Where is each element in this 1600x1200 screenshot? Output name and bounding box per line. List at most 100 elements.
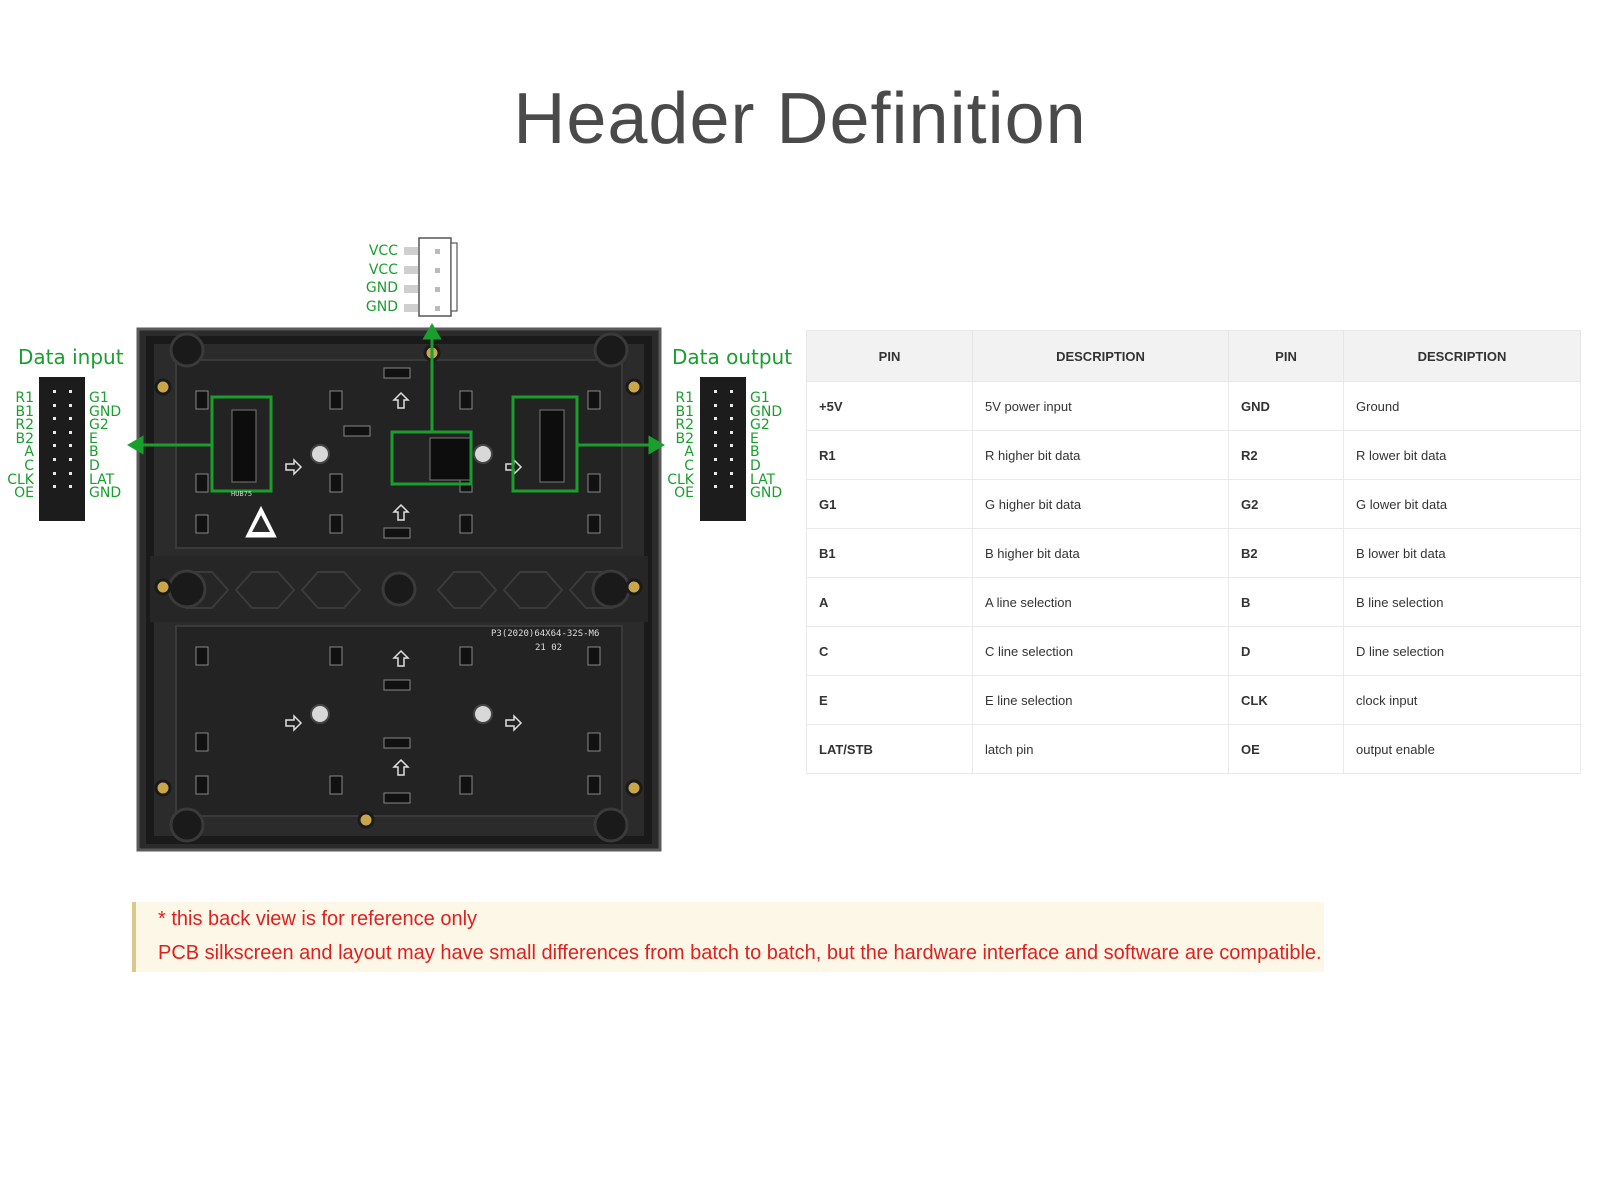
- pin-label: B: [750, 444, 760, 461]
- pin-label: R2: [675, 417, 694, 434]
- pin-label: G2: [750, 417, 770, 434]
- table-row: +5V 5V power input GND Ground: [806, 381, 1581, 431]
- table-row: B1 B higher bit data B2 B lower bit data: [806, 528, 1581, 578]
- header-pin: [714, 444, 717, 448]
- header-pin: [53, 403, 56, 407]
- pin-cell: E: [806, 675, 973, 725]
- power-header-highlight: [390, 430, 473, 486]
- lower-pcb-area: [175, 625, 623, 817]
- header-pin: [730, 471, 733, 475]
- pin-label: R1: [15, 390, 34, 406]
- header-pin: [714, 485, 717, 489]
- description-cell: C line selection: [972, 626, 1229, 676]
- esd-warning-icon: [245, 505, 277, 538]
- table-row: A A line selection B B line selection: [806, 577, 1581, 627]
- pin-cell: GND: [1228, 381, 1344, 431]
- description-cell: Ground: [1343, 381, 1581, 431]
- header-pin: [730, 390, 733, 393]
- pin-cell: OE: [1228, 724, 1344, 774]
- description-cell: B line selection: [1343, 577, 1581, 627]
- pin-label: D: [750, 457, 761, 474]
- header-pin: [53, 471, 56, 475]
- note-line-2: PCB silkscreen and layout may have small…: [158, 942, 1322, 964]
- pin-cell: R1: [806, 430, 973, 480]
- header-pin: [730, 485, 733, 489]
- table-row: G1 G higher bit data G2 G lower bit data: [806, 479, 1581, 529]
- pin-label: D: [89, 457, 100, 474]
- power-connector: [404, 237, 458, 317]
- header-pin: [69, 390, 72, 393]
- page-title: Header Definition: [513, 79, 1087, 159]
- pin-label: OE: [674, 485, 694, 502]
- pin-label: GND: [750, 403, 783, 420]
- header-pin: [53, 485, 56, 489]
- output-header-highlight: [511, 395, 579, 493]
- data-input-label: Data input: [18, 345, 124, 369]
- power-pin-label: VCC: [368, 243, 398, 259]
- header-pin: [53, 430, 56, 434]
- pin-label: R1: [675, 390, 694, 406]
- pin-cell: B1: [806, 528, 973, 578]
- data-input-header: [39, 377, 85, 521]
- pin-cell: R2: [1228, 430, 1344, 480]
- header-pin: [69, 403, 72, 407]
- pin-cell: G1: [806, 479, 973, 529]
- output-right-pin-labels: G1 GND G2 E B D LAT GND: [750, 391, 783, 502]
- header-pin: [714, 430, 717, 434]
- pin-cell: G2: [1228, 479, 1344, 529]
- power-pin-labels: VCC VCC GND GND: [340, 242, 398, 316]
- description-cell: latch pin: [972, 724, 1229, 774]
- description-cell: D line selection: [1343, 626, 1581, 676]
- pin-cell: CLK: [1228, 675, 1344, 725]
- board-model-marking: P3(2020)64X64-32S-M6: [491, 629, 600, 639]
- column-header: PIN: [806, 330, 973, 382]
- header-pin: [714, 471, 717, 475]
- description-cell: output enable: [1343, 724, 1581, 774]
- pin-label: CLK: [667, 471, 694, 488]
- header-pin: [730, 417, 733, 421]
- pin-label: GND: [750, 485, 783, 502]
- description-cell: G higher bit data: [972, 479, 1229, 529]
- pin-label: C: [684, 457, 694, 474]
- header-pin: [730, 403, 733, 407]
- column-header: DESCRIPTION: [972, 330, 1229, 382]
- pin-definition-table: PIN DESCRIPTION PIN DESCRIPTION +5V 5V p…: [806, 330, 1581, 774]
- pin-label: B1: [675, 403, 694, 420]
- column-header: PIN: [1228, 330, 1344, 382]
- header-pin: [714, 417, 717, 421]
- pin-label: OE: [14, 485, 34, 502]
- table-row: LAT/STB latch pin OE output enable: [806, 724, 1581, 774]
- header-pin: [714, 390, 717, 393]
- header-pin: [730, 444, 733, 448]
- input-right-pin-labels: G1 GND G2 E B D LAT GND: [89, 391, 121, 501]
- header-pin: [53, 417, 56, 421]
- pin-label: E: [89, 430, 98, 447]
- description-cell: B lower bit data: [1343, 528, 1581, 578]
- power-pin-label: VCC: [368, 261, 398, 278]
- table-row: E E line selection CLK clock input: [806, 675, 1581, 725]
- input-header-highlight: [210, 395, 273, 493]
- pin-label: E: [750, 430, 759, 447]
- header-pin: [69, 471, 72, 475]
- pin-label: CLK: [7, 471, 34, 488]
- pin-label: R2: [15, 417, 34, 434]
- pin-label: B: [89, 444, 99, 461]
- column-header: DESCRIPTION: [1343, 330, 1581, 382]
- pin-cell: LAT/STB: [806, 724, 973, 774]
- header-pin: [714, 457, 717, 461]
- header-pin: [69, 417, 72, 421]
- data-output-label: Data output: [672, 345, 793, 369]
- header-pin: [53, 457, 56, 461]
- description-cell: R higher bit data: [972, 430, 1229, 480]
- reference-note: * this back view is for reference only P…: [132, 902, 1324, 972]
- header-pin: [53, 390, 56, 393]
- input-left-pin-labels: R1 B1 R2 B2 A C CLK OE: [0, 390, 34, 502]
- output-left-pin-labels: R1 B1 R2 B2 A C CLK OE: [650, 390, 694, 502]
- upper-pcb-area: [175, 359, 623, 549]
- pin-cell: C: [806, 626, 973, 676]
- description-cell: A line selection: [972, 577, 1229, 627]
- pin-label: G2: [89, 417, 109, 434]
- description-cell: R lower bit data: [1343, 430, 1581, 480]
- header-pin: [69, 457, 72, 461]
- data-output-header: [700, 377, 746, 521]
